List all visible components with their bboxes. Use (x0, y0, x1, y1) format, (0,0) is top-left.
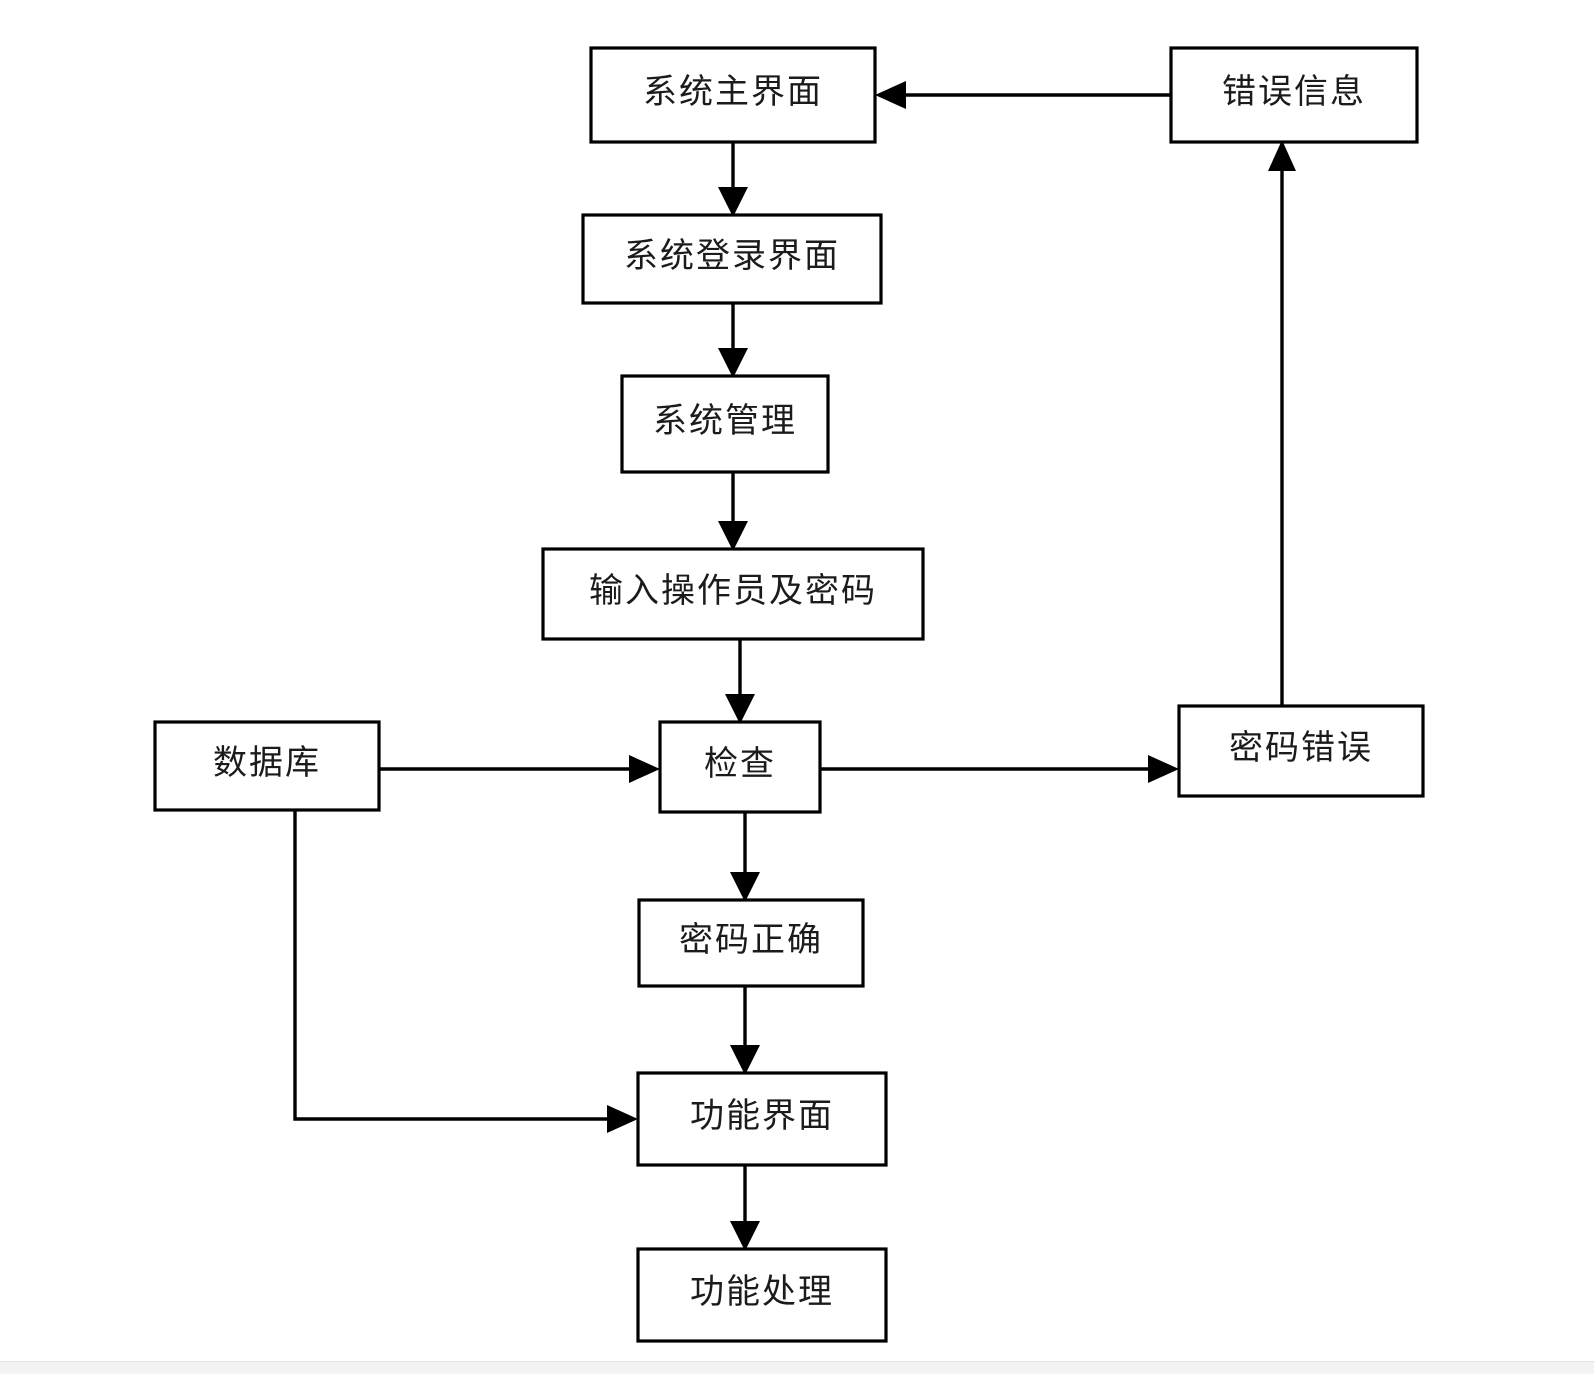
arrowhead-icon (718, 187, 748, 217)
node-database[interactable]: 数据库 (153, 720, 381, 812)
arrowhead-icon (730, 1221, 760, 1251)
node-label: 密码正确 (679, 921, 823, 959)
node-check[interactable]: 检查 (658, 720, 822, 814)
node-box[interactable] (1169, 46, 1419, 144)
node-main-ui[interactable]: 系统主界面 (589, 46, 877, 144)
node-box[interactable] (1177, 704, 1425, 798)
arrowhead-icon (1148, 755, 1179, 783)
arrowhead-icon (730, 1045, 760, 1075)
edge-func-ui-to-func-proc (730, 1165, 760, 1251)
arrowhead-icon (875, 81, 906, 109)
edge-database-to-func-ui (293, 810, 638, 1133)
edge-check-to-pwd-ok (730, 812, 760, 902)
node-label: 密码错误 (1229, 729, 1373, 767)
edge-pwd-ok-to-func-ui (730, 986, 760, 1075)
node-label: 检查 (704, 745, 776, 783)
edge-database-to-check (379, 755, 660, 783)
edge-line (293, 810, 620, 1121)
arrowhead-icon (718, 348, 748, 378)
node-func-proc[interactable]: 功能处理 (636, 1247, 888, 1343)
arrowhead-icon (629, 755, 660, 783)
page-bottom-edge (0, 1361, 1594, 1374)
edge-sys-manage-to-input-pwd (718, 472, 748, 551)
node-func-ui[interactable]: 功能界面 (636, 1071, 888, 1167)
node-error-msg[interactable]: 错误信息 (1169, 46, 1419, 144)
nodes-layer: 系统主界面 错误信息 系统登录界面 系统管理 输入操作员及密码 检查 (153, 46, 1425, 1343)
node-box[interactable] (541, 547, 925, 641)
node-label: 功能界面 (690, 1097, 834, 1135)
node-label: 输入操作员及密码 (589, 572, 877, 610)
edge-input-pwd-to-check (725, 639, 755, 724)
edge-main-ui-to-login-ui (718, 142, 748, 217)
node-box[interactable] (636, 1071, 888, 1167)
arrowhead-icon (718, 521, 748, 551)
node-sys-manage[interactable]: 系统管理 (620, 374, 830, 474)
node-box[interactable] (581, 213, 883, 305)
node-label: 错误信息 (1222, 73, 1366, 111)
node-label: 系统主界面 (643, 73, 823, 111)
arrowhead-icon (1268, 140, 1296, 171)
edges-layer (293, 81, 1296, 1251)
edge-pwd-error-to-error-msg (1268, 140, 1296, 706)
node-box[interactable] (636, 1247, 888, 1343)
node-box[interactable] (658, 720, 822, 814)
node-label: 功能处理 (690, 1273, 834, 1311)
node-pwd-ok[interactable]: 密码正确 (637, 898, 865, 988)
arrowhead-icon (730, 872, 760, 902)
node-box[interactable] (620, 374, 830, 474)
node-label: 系统登录界面 (624, 237, 840, 275)
node-box[interactable] (589, 46, 877, 144)
node-pwd-error[interactable]: 密码错误 (1177, 704, 1425, 798)
edge-error-msg-to-main-ui (875, 81, 1171, 109)
node-box[interactable] (637, 898, 865, 988)
node-box[interactable] (153, 720, 381, 812)
node-login-ui[interactable]: 系统登录界面 (581, 213, 883, 305)
node-label: 系统管理 (653, 402, 797, 440)
node-input-pwd[interactable]: 输入操作员及密码 (541, 547, 925, 641)
edge-check-to-pwd-error (820, 755, 1179, 783)
edge-login-ui-to-sys-manage (718, 303, 748, 378)
arrowhead-icon (725, 694, 755, 724)
arrowhead-icon (607, 1105, 638, 1133)
node-label: 数据库 (213, 744, 321, 782)
